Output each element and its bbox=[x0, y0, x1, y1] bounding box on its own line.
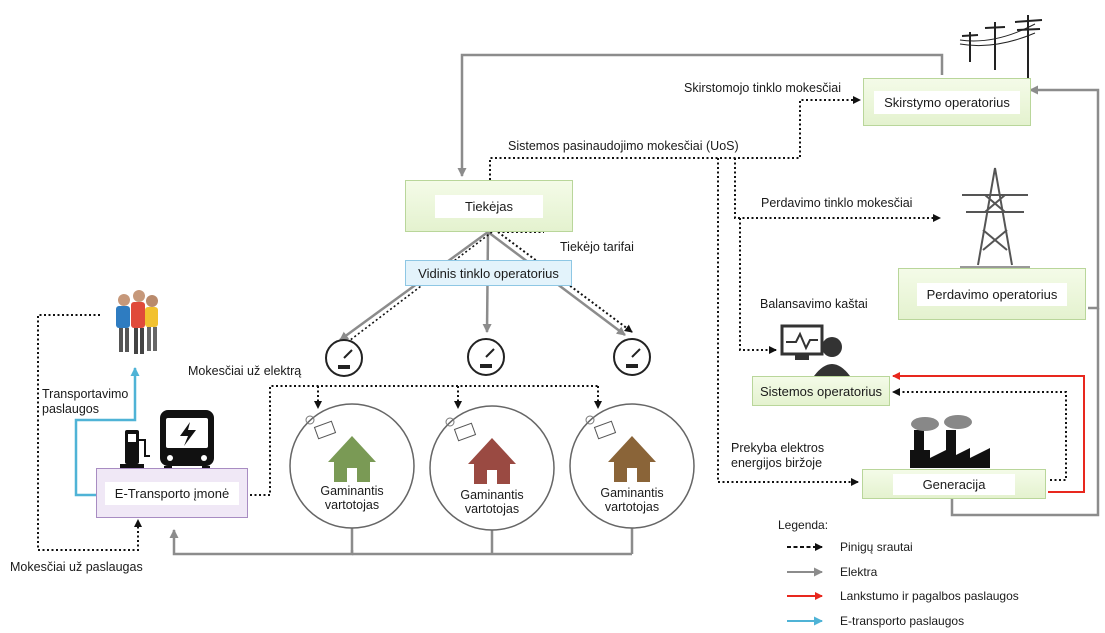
node-label: Tiekėjas bbox=[435, 194, 543, 218]
bus-icon bbox=[160, 410, 214, 472]
transmission-tower-icon bbox=[960, 167, 1030, 270]
label-uos: Sistemos pasinaudojimo mokesčiai (UoS) bbox=[508, 139, 739, 153]
node-label: Vidinis tinklo operatorius bbox=[418, 265, 559, 281]
node-e-transporto-imone: E-Transporto įmonė bbox=[96, 468, 248, 518]
factory-icon bbox=[910, 415, 990, 468]
label-mokesciai-paslaugas: Mokesčiai už paslaugas bbox=[10, 560, 143, 574]
legend-item-money: Pinigų srautai bbox=[840, 540, 913, 554]
label-balansavimo: Balansavimo kaštai bbox=[760, 297, 868, 311]
flexibility-flows bbox=[892, 372, 1085, 493]
label-mokesciai-elektra: Mokesčiai už elektrą bbox=[188, 364, 302, 378]
label-skirstomojo-mokesciai: Skirstomojo tinklo mokesčiai bbox=[684, 81, 841, 95]
node-label: Perdavimo operatorius bbox=[916, 282, 1068, 306]
node-label: Sistemos operatorius bbox=[759, 383, 883, 399]
solar-panel-icon bbox=[445, 417, 477, 442]
money-flows bbox=[37, 96, 1067, 551]
solar-panel-icon bbox=[305, 415, 337, 440]
node-label: Skirstymo operatorius bbox=[874, 90, 1020, 114]
node-vidinis-tinklo-operatorius: Vidinis tinklo operatorius bbox=[405, 260, 572, 286]
node-label: E-Transporto įmonė bbox=[104, 481, 240, 505]
meter-icon bbox=[613, 338, 651, 376]
node-generacija: Generacija bbox=[862, 469, 1046, 499]
house-label: Gaminantis vartotojas bbox=[320, 484, 384, 512]
house-icon bbox=[468, 438, 516, 484]
power-poles-icon bbox=[959, 15, 1043, 88]
people-group-icon bbox=[116, 290, 158, 354]
meter-icon bbox=[467, 338, 505, 376]
label-prekyba: Prekyba elektros energijos biržoje bbox=[731, 441, 825, 470]
house-icon bbox=[328, 436, 376, 482]
charging-station-icon bbox=[120, 430, 150, 468]
house-circle bbox=[569, 403, 695, 529]
legend-swatches bbox=[787, 543, 823, 626]
node-label: Generacija bbox=[892, 473, 1016, 495]
legend-title: Legenda: bbox=[778, 518, 829, 532]
house-icon bbox=[608, 436, 656, 482]
legend-item-flexibility: Lankstumo ir pagalbos paslaugos bbox=[840, 589, 1019, 603]
node-tiekejas: Tiekėjas bbox=[405, 180, 573, 232]
legend-item-etransport: E-transporto paslaugos bbox=[840, 614, 965, 628]
label-transportavimo: Transportavimo paslaugos bbox=[42, 387, 129, 416]
legend-item-electricity: Elektra bbox=[840, 565, 878, 579]
node-skirstymo-operatorius: Skirstymo operatorius bbox=[863, 78, 1031, 126]
label-perdavimo-mokesciai: Perdavimo tinklo mokesčiai bbox=[761, 196, 913, 210]
monitor-operator-icon bbox=[780, 324, 850, 376]
solar-panel-icon bbox=[585, 415, 617, 440]
house-label: Gaminantis vartotojas bbox=[600, 486, 664, 514]
house-circle bbox=[289, 403, 415, 529]
house-label: Gaminantis vartotojas bbox=[460, 488, 524, 516]
etransport-flows bbox=[74, 367, 140, 497]
house-circle bbox=[429, 405, 555, 531]
electricity-flows bbox=[169, 53, 1100, 556]
node-sistemos-operatorius: Sistemos operatorius bbox=[752, 376, 890, 406]
node-perdavimo-operatorius: Perdavimo operatorius bbox=[898, 268, 1086, 320]
label-tiekejo-tarifai: Tiekėjo tarifai bbox=[560, 240, 634, 254]
meter-icon bbox=[325, 339, 363, 377]
